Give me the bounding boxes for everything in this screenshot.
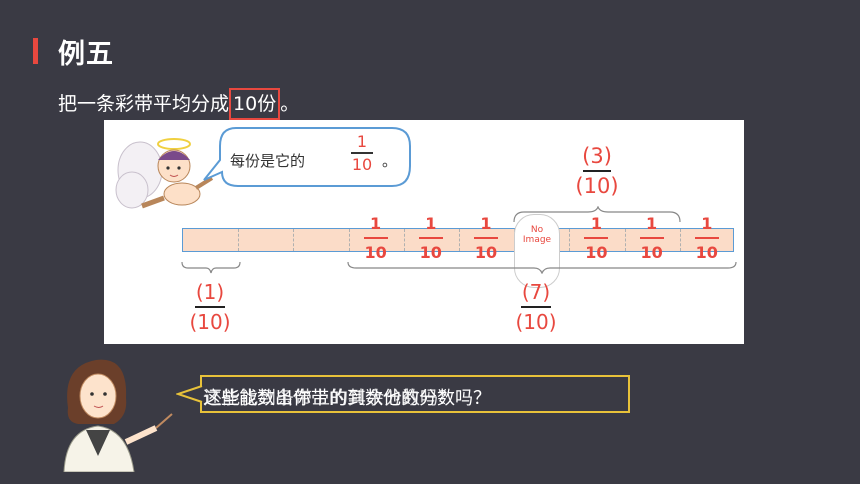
- segment-fraction-denominator: 10: [585, 243, 608, 262]
- segment-fraction-numerator: 1: [425, 214, 437, 233]
- strip-divider: [293, 229, 295, 251]
- top-fraction: (3) (10): [574, 144, 620, 198]
- top-brace: [513, 206, 681, 223]
- segment-fraction: 1 10: [578, 214, 614, 262]
- strip-divider: [679, 229, 681, 251]
- heading-accent-bar: [33, 38, 38, 64]
- segment-fraction-denominator: 10: [640, 243, 663, 262]
- question-bubble-tail: [176, 385, 203, 403]
- mid-fraction-numerator: (7): [521, 280, 551, 304]
- placeholder-line2: Image: [522, 235, 552, 245]
- strip-divider: [624, 229, 626, 251]
- ribbon-strip: [182, 228, 734, 252]
- speech-fraction-denominator: 10: [351, 155, 373, 174]
- question-line1: 这些能数出你带的到数他的分数吗？: [203, 388, 491, 409]
- strip-divider: [569, 229, 571, 251]
- bottom-brace: [347, 261, 737, 274]
- segment-fraction-numerator: 1: [590, 214, 602, 233]
- strip-divider: [403, 229, 405, 251]
- segment-fraction-numerator: 1: [646, 214, 658, 233]
- strip-divider: [459, 229, 460, 251]
- question-text: 这些能数出你带的到数他的分数吗？ 还能找到条带上的其余分数吗？: [203, 384, 491, 410]
- segment-fraction: 1 10: [689, 214, 725, 262]
- top-fraction-denominator: (10): [575, 174, 619, 198]
- segment-fraction-bar: [474, 237, 498, 239]
- teacher-illustration: [63, 359, 173, 472]
- segment-fraction-bar: [363, 237, 388, 239]
- segment-fraction: 1 10: [413, 214, 449, 262]
- page-title: 例五: [58, 39, 114, 70]
- speech-bubble: [203, 127, 411, 187]
- image-placeholder: No Image: [514, 214, 560, 288]
- segment-fraction: 1 10: [358, 214, 394, 262]
- strip-divider: [238, 229, 240, 251]
- segment-fraction-bar: [418, 237, 443, 239]
- segment-fraction-denominator: 10: [364, 243, 387, 262]
- segment-fraction: 1 10: [634, 214, 670, 262]
- left-fraction: (1) (10): [186, 280, 234, 334]
- segment-fraction-bar: [584, 237, 609, 239]
- problem-text: 把一条彩带平均分成: [58, 93, 230, 115]
- top-fraction-numerator: (3): [582, 144, 612, 168]
- speech-fraction-numerator: 1: [356, 132, 368, 151]
- left-fraction-denominator: (10): [189, 310, 231, 334]
- left-fraction-numerator: (1): [195, 280, 225, 304]
- segment-fraction-denominator: 10: [695, 243, 718, 262]
- left-brace: [181, 261, 241, 274]
- fraction-strip-panel: 每份是它的 1 10 。 (3) (10) 1 10 1 10 1 10 1 10 1 10 1 10…: [104, 120, 744, 344]
- segment-fraction: 1 10: [468, 214, 504, 262]
- mid-fraction-denominator: (10): [515, 310, 557, 334]
- segment-fraction-bar: [639, 237, 664, 239]
- segment-fraction-numerator: 1: [370, 214, 382, 233]
- segment-fraction-numerator: 1: [480, 214, 492, 233]
- angel-illustration: [115, 138, 214, 209]
- speech-end: 。: [382, 152, 398, 170]
- highlighted-count: 10份: [229, 88, 281, 120]
- segment-fraction-denominator: 10: [474, 243, 498, 262]
- segment-fraction-bar: [694, 237, 719, 239]
- speech-fraction: 1 10: [348, 132, 376, 174]
- strip-divider: [348, 229, 350, 251]
- segment-fraction-denominator: 10: [419, 243, 442, 262]
- placeholder-line1: No: [530, 225, 544, 235]
- question-line2: 还能找到条带上的其余分数吗？: [204, 388, 456, 409]
- segment-fraction-numerator: 1: [701, 214, 713, 233]
- speech-text: 每份是它的: [230, 152, 306, 170]
- problem-period: 。: [280, 93, 300, 115]
- mid-fraction: (7) (10): [512, 280, 560, 334]
